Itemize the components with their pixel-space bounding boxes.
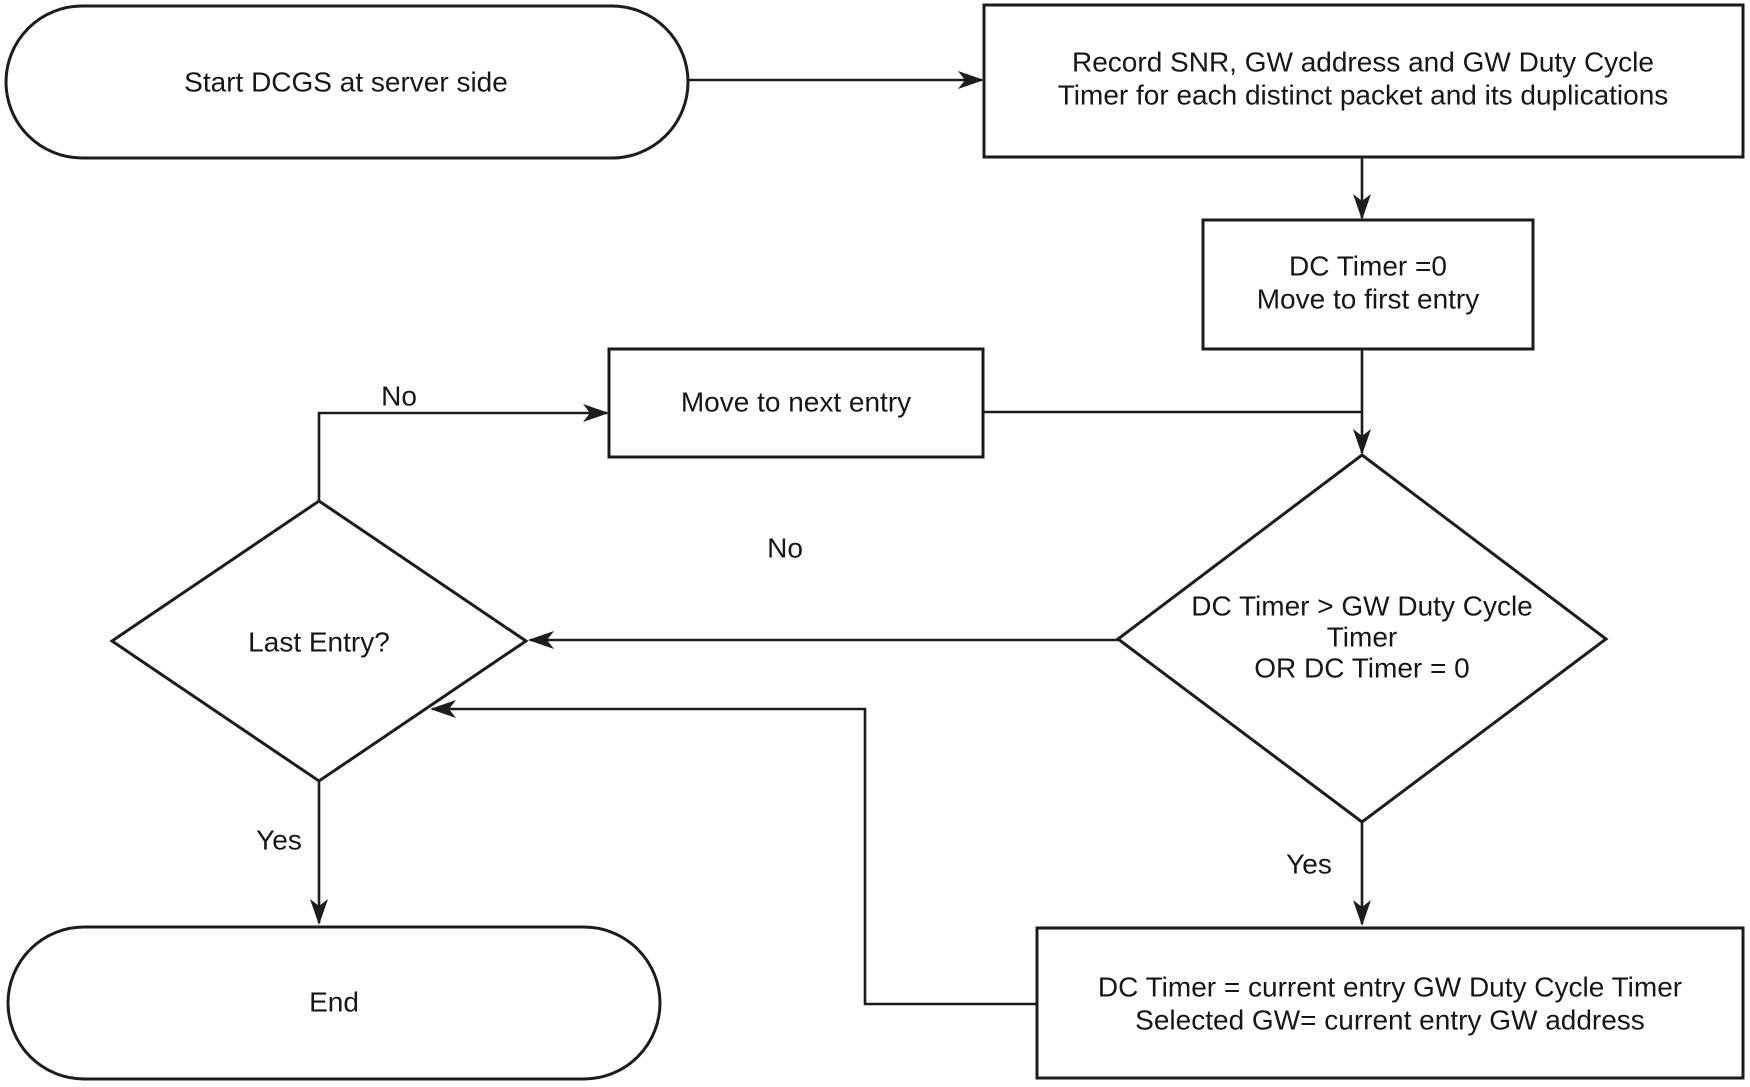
- start-label: Start DCGS at server side: [184, 66, 508, 97]
- end-label: End: [309, 986, 359, 1017]
- node-record: Record SNR, GW address and GW Duty Cycle…: [982, 3, 1745, 159]
- node-end: End: [6, 925, 662, 1081]
- dc-check-label-line1: DC Timer > GW Duty Cycle: [1191, 590, 1532, 621]
- edge-label-last-entry-yes: Yes: [256, 824, 302, 855]
- init-label-line1: DC Timer =0: [1289, 250, 1447, 281]
- node-dc-check: DC Timer > GW Duty Cycle Timer OR DC Tim…: [1115, 453, 1609, 824]
- dc-check-label-line2: Timer: [1327, 621, 1398, 652]
- move-next-process-shape: [607, 347, 985, 459]
- node-last-entry: Last Entry?: [109, 499, 529, 783]
- node-init: DC Timer =0 Move to first entry: [1201, 218, 1535, 351]
- node-move-next: Move to next entry: [607, 347, 985, 459]
- edge-label-dc-check-no: No: [767, 532, 803, 563]
- record-process-shape: [982, 3, 1745, 159]
- edge-label-dc-check-yes: Yes: [1286, 848, 1332, 879]
- end-terminator-shape: [6, 925, 662, 1081]
- dc-check-decision-shape: [1115, 453, 1609, 824]
- init-process-shape: [1201, 218, 1535, 351]
- record-label-line2: Timer for each distinct packet and its d…: [1058, 79, 1669, 110]
- assign-label-line2: Selected GW= current entry GW address: [1135, 1004, 1645, 1035]
- assign-process-shape: [1035, 926, 1745, 1080]
- last-entry-label: Last Entry?: [248, 626, 390, 657]
- start-terminator-shape: [4, 4, 690, 160]
- edge-assign-to-last-entry: [430, 700, 1037, 1006]
- node-assign: DC Timer = current entry GW Duty Cycle T…: [1035, 926, 1745, 1080]
- init-label-line2: Move to first entry: [1257, 283, 1480, 314]
- move-next-label: Move to next entry: [681, 386, 911, 417]
- assign-label-line1: DC Timer = current entry GW Duty Cycle T…: [1098, 971, 1682, 1002]
- node-start: Start DCGS at server side: [4, 4, 690, 160]
- last-entry-decision-shape: [109, 499, 529, 783]
- dc-check-label-line3: OR DC Timer = 0: [1254, 652, 1469, 683]
- edge-last-entry-no-to-move-next: [317, 404, 609, 501]
- record-label-line1: Record SNR, GW address and GW Duty Cycle: [1072, 46, 1654, 77]
- edge-label-last-entry-no: No: [381, 380, 417, 411]
